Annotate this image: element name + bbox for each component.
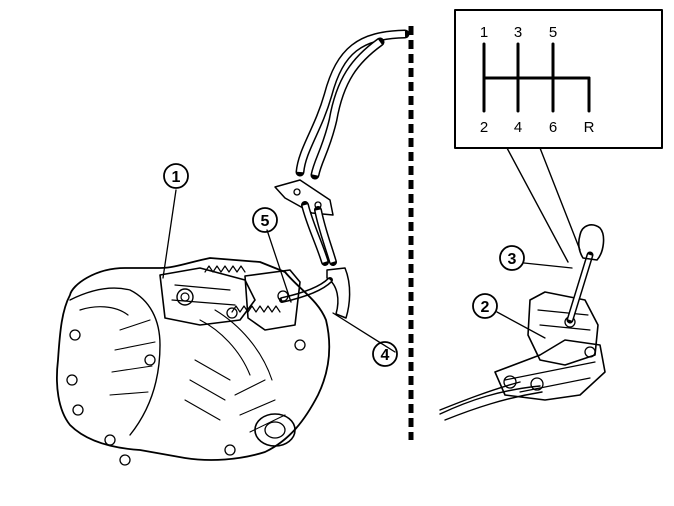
callout-label-1: 1 [172, 169, 181, 186]
gear-label-reverse: R [584, 119, 595, 136]
shift-pattern-inset: 1 3 5 2 4 6 R [454, 9, 663, 263]
gear-shifter-assembly [494, 224, 606, 401]
callout-label-5: 5 [261, 213, 270, 230]
callout-label-3: 3 [508, 251, 517, 268]
callout-1: 1 [163, 163, 189, 189]
gear-label-4: 4 [514, 119, 522, 136]
shift-cables [274, 29, 543, 421]
callout-2: 2 [472, 293, 498, 319]
gear-label-1: 1 [480, 24, 488, 41]
transmission-housing [56, 257, 331, 466]
callout-label-2: 2 [481, 299, 490, 316]
callout-5: 5 [252, 207, 278, 233]
gear-label-3: 3 [514, 24, 522, 41]
shift-gate-pattern [482, 42, 591, 113]
gear-label-5: 5 [549, 24, 557, 41]
callout-4: 4 [372, 341, 398, 367]
gear-label-2: 2 [480, 119, 488, 136]
callout-3: 3 [499, 245, 525, 271]
callout-leaders [162, 189, 573, 353]
gear-label-6: 6 [549, 119, 557, 136]
callout-label-4: 4 [381, 347, 390, 364]
